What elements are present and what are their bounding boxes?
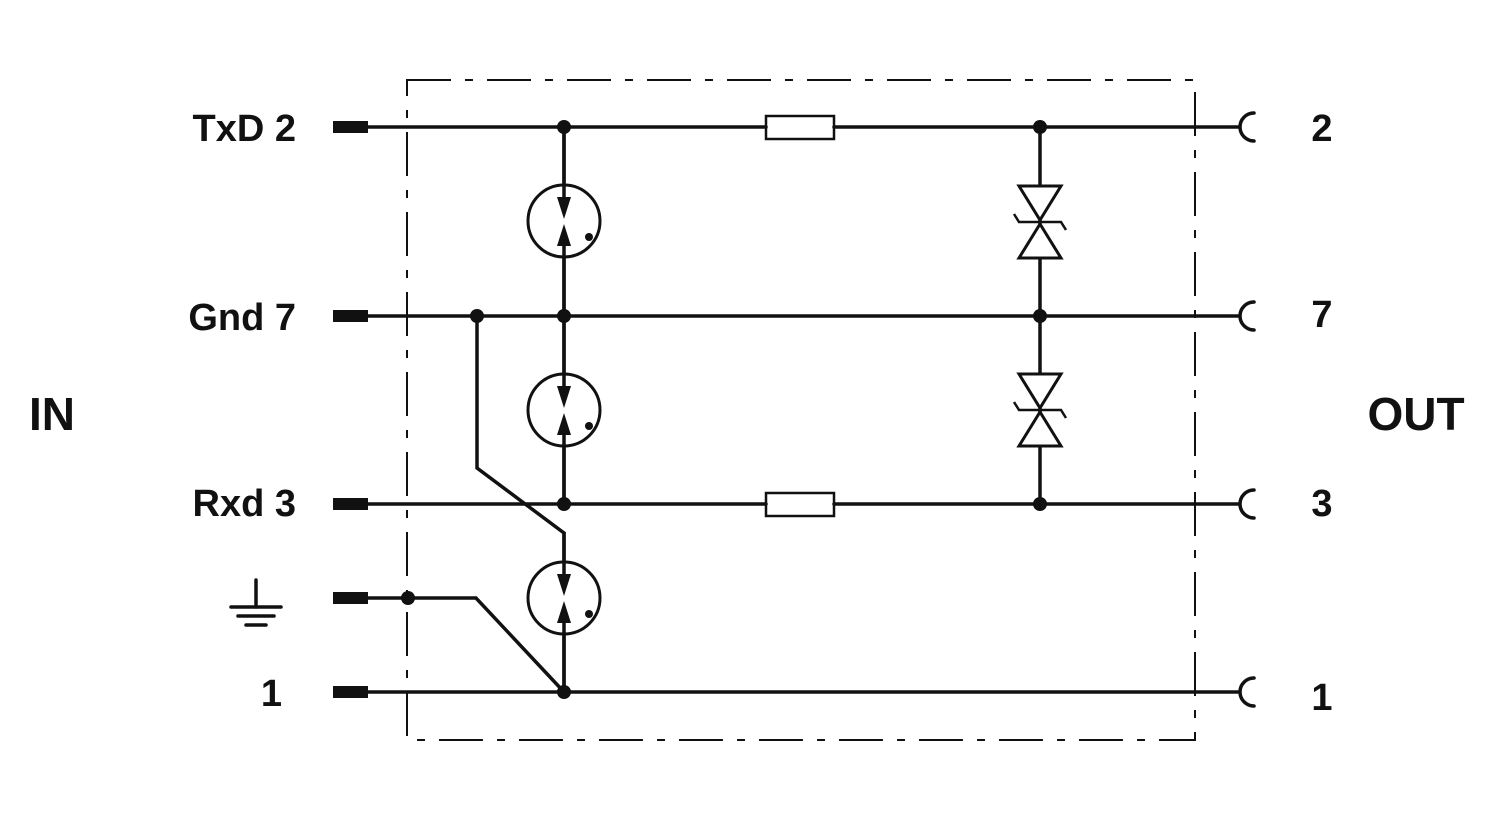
junction-dot — [470, 309, 484, 323]
junction-dot — [557, 120, 571, 134]
in-terminal-gnd — [333, 310, 368, 322]
in-terminal-earth — [333, 592, 368, 604]
gas-discharge-tube-2 — [526, 314, 602, 506]
tvs-diode-1 — [1012, 184, 1068, 260]
earth-ground-icon — [229, 578, 283, 627]
junction-dot — [1033, 497, 1047, 511]
in-pin-rxd-label: Rxd 3 — [193, 483, 296, 525]
out-socket-7 — [1238, 300, 1256, 332]
out-socket-1 — [1238, 676, 1256, 708]
out-pin-3-label: 3 — [1311, 483, 1332, 525]
gas-discharge-tube-1 — [526, 125, 602, 318]
in-terminal-rxd — [333, 498, 368, 510]
in-terminal-txd — [333, 121, 368, 133]
resistor-txd — [764, 114, 836, 141]
out-socket-3 — [1238, 488, 1256, 520]
in-pin-txd-label: TxD 2 — [193, 108, 296, 150]
in-pin-gnd-label: Gnd 7 — [188, 297, 296, 339]
out-pin-2-label: 2 — [1311, 108, 1332, 150]
junction-dot — [401, 591, 415, 605]
housing-boundary — [406, 79, 1196, 741]
junction-dot — [557, 497, 571, 511]
in-terminal-1 — [333, 686, 368, 698]
out-socket-2 — [1238, 111, 1256, 143]
gas-discharge-tube-3 — [526, 531, 602, 694]
junction-dot — [1033, 120, 1047, 134]
gnd-to-gdt-line — [475, 314, 566, 535]
out-pin-7-label: 7 — [1311, 294, 1332, 336]
tvs-diode-2 — [1012, 372, 1068, 448]
out-pin-1-label: 1 — [1311, 677, 1332, 719]
in-pin-1-label: 1 — [261, 673, 282, 715]
resistor-rxd — [764, 491, 836, 518]
out-side-label: OUT — [1367, 388, 1464, 440]
junction-dot — [1033, 309, 1047, 323]
junction-dot — [557, 309, 571, 323]
in-side-label: IN — [29, 388, 75, 440]
junction-dot — [557, 685, 571, 699]
